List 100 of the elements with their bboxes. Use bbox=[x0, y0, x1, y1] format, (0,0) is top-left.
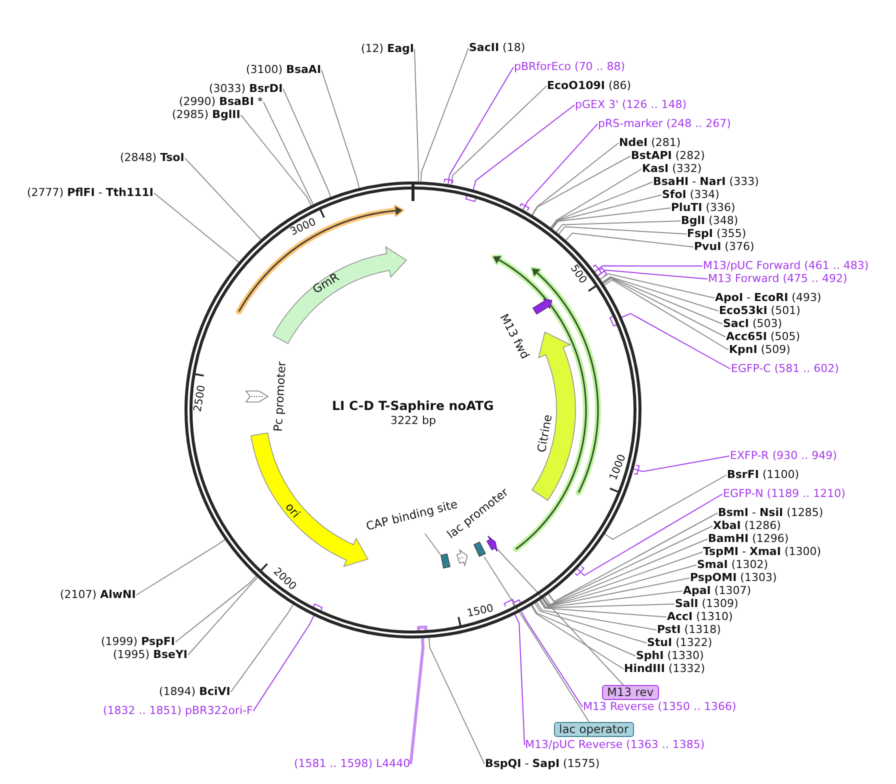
leader-line bbox=[504, 598, 525, 746]
cut-site-label: FspI (355) bbox=[687, 227, 746, 240]
leader-line bbox=[424, 533, 442, 556]
leader-line bbox=[548, 526, 713, 602]
leader-line bbox=[465, 104, 575, 202]
cut-site-label: (1995) BseYI bbox=[113, 648, 188, 661]
cut-site-label: SalI (1309) bbox=[675, 597, 738, 610]
leader-line bbox=[532, 156, 631, 216]
leader-line bbox=[542, 552, 703, 606]
leader-line bbox=[496, 548, 624, 686]
tick-label: 1500 bbox=[466, 602, 496, 622]
cut-site-label: BsmI - NsiI (1285) bbox=[718, 506, 824, 519]
sequence-length: 3222 bp bbox=[390, 414, 436, 426]
leader-line bbox=[544, 538, 708, 606]
tick-label: 1000 bbox=[607, 452, 630, 482]
primer-label: (1832 .. 1851) pBR322ori-F bbox=[103, 704, 253, 717]
leader-line bbox=[188, 576, 258, 656]
primer-label: EGFP-C (581 .. 602) bbox=[731, 362, 839, 375]
leader-line bbox=[409, 626, 428, 766]
cut-site-label: KpnI (509) bbox=[729, 343, 790, 356]
leader-line bbox=[574, 494, 723, 576]
leader-line bbox=[542, 578, 690, 607]
leader-line bbox=[532, 604, 636, 656]
plasmid-name: LI C-D T-Saphire noATG bbox=[332, 398, 494, 412]
cut-site-label: (3033) BsrDI bbox=[209, 82, 283, 95]
cut-site-label: (2848) TsoI bbox=[120, 151, 184, 164]
primer-label: (1581 .. 1598) L4440 bbox=[294, 757, 410, 770]
primer-label: EXFP-R (930 .. 949) bbox=[730, 449, 837, 462]
feature-label: Citrine bbox=[535, 413, 555, 453]
leader-line bbox=[240, 114, 312, 206]
leader-line bbox=[428, 637, 485, 764]
leader-line bbox=[600, 273, 715, 298]
cut-site-label: StuI (1322) bbox=[647, 636, 712, 649]
leader-line bbox=[602, 276, 719, 312]
cut-site-label: Eco53kI (501) bbox=[719, 304, 800, 317]
leader-line bbox=[542, 564, 697, 607]
primer-label: M13 Forward (475 .. 492) bbox=[708, 272, 848, 285]
cut-site-label: ApaI (1307) bbox=[683, 584, 751, 597]
cut-site-label: AccI (1310) bbox=[667, 610, 733, 623]
leader-line bbox=[604, 279, 729, 350]
cut-site-label: BstAPI (282) bbox=[631, 149, 705, 162]
feature-block bbox=[473, 542, 486, 558]
leader-line bbox=[184, 158, 262, 240]
leader-line bbox=[519, 124, 598, 211]
cut-site-label: PvuI (376) bbox=[694, 240, 754, 253]
cut-site-label: SmaI (1302) bbox=[697, 558, 768, 571]
leader-line bbox=[136, 539, 226, 596]
feature-tag: lac operator bbox=[554, 722, 634, 737]
leader-line bbox=[552, 208, 671, 230]
leader-line bbox=[536, 602, 657, 630]
cut-site-label: NdeI (281) bbox=[619, 136, 681, 149]
tick-label: 3000 bbox=[288, 216, 318, 239]
cut-site-label: BsaHI - NarI (333) bbox=[653, 175, 759, 188]
cut-site-label: SacI (503) bbox=[723, 317, 782, 330]
leader-line bbox=[444, 66, 514, 185]
leader-line bbox=[550, 168, 642, 228]
cut-site-label: EcoO109I (86) bbox=[547, 79, 632, 92]
primer-label: EGFP-N (1189 .. 1210) bbox=[723, 487, 846, 500]
leader-line bbox=[597, 267, 708, 280]
primer-label: M13/pUC Reverse (1363 .. 1385) bbox=[525, 738, 705, 751]
tick-label: 2500 bbox=[192, 384, 209, 413]
cut-site-label: (3100) BsaAI bbox=[246, 63, 322, 76]
feature-block bbox=[440, 554, 450, 569]
leader-line bbox=[609, 312, 731, 370]
cut-site-label: PstI (1318) bbox=[657, 623, 721, 636]
cut-site-label: BamHI (1296) bbox=[708, 532, 789, 545]
cut-site-label: KasI (332) bbox=[642, 162, 702, 175]
cut-site-label: (2985) BglII bbox=[172, 108, 240, 121]
cut-site-label: ApoI - EcoRI (493) bbox=[715, 291, 822, 304]
cut-site-label: SacII (18) bbox=[469, 41, 526, 54]
feature-label: M13 fwd bbox=[496, 311, 532, 361]
leader-line bbox=[539, 600, 675, 608]
cut-site-label: TspMI - XmaI (1300) bbox=[703, 545, 822, 558]
primer-label: pRS-marker (248 .. 267) bbox=[598, 117, 731, 130]
cut-site-label: (1894) BciVI bbox=[159, 685, 230, 698]
cut-site-label: XbaI (1286) bbox=[713, 519, 781, 532]
leader-line bbox=[551, 194, 662, 229]
leader-line bbox=[534, 602, 647, 644]
leader-line bbox=[602, 277, 723, 324]
leader-line bbox=[633, 456, 730, 475]
leader-line bbox=[592, 264, 703, 276]
cut-site-label: HindIII (1332) bbox=[624, 662, 706, 675]
leader-line bbox=[414, 48, 420, 182]
leader-line bbox=[174, 576, 257, 642]
leader-line bbox=[532, 142, 619, 216]
cut-site-label: PspOMI (1303) bbox=[690, 571, 777, 584]
leader-line bbox=[154, 192, 240, 263]
leader-line bbox=[556, 220, 681, 233]
primer-label: pBRforEco (70 .. 88) bbox=[514, 60, 626, 73]
cut-site-label: BspQI - SapI (1575) bbox=[485, 757, 600, 770]
leader-line bbox=[548, 512, 718, 602]
leader-line bbox=[282, 88, 332, 198]
leader-line bbox=[450, 86, 547, 186]
leader-line bbox=[539, 600, 667, 618]
leader-line bbox=[530, 605, 624, 670]
cut-site-label: (2107) AlwNI bbox=[60, 588, 136, 601]
leader-line bbox=[604, 474, 727, 540]
primer-label: M13/pUC Forward (461 .. 483) bbox=[703, 259, 869, 272]
cut-site-label: SfoI (334) bbox=[662, 188, 720, 201]
leader-line bbox=[602, 278, 726, 338]
